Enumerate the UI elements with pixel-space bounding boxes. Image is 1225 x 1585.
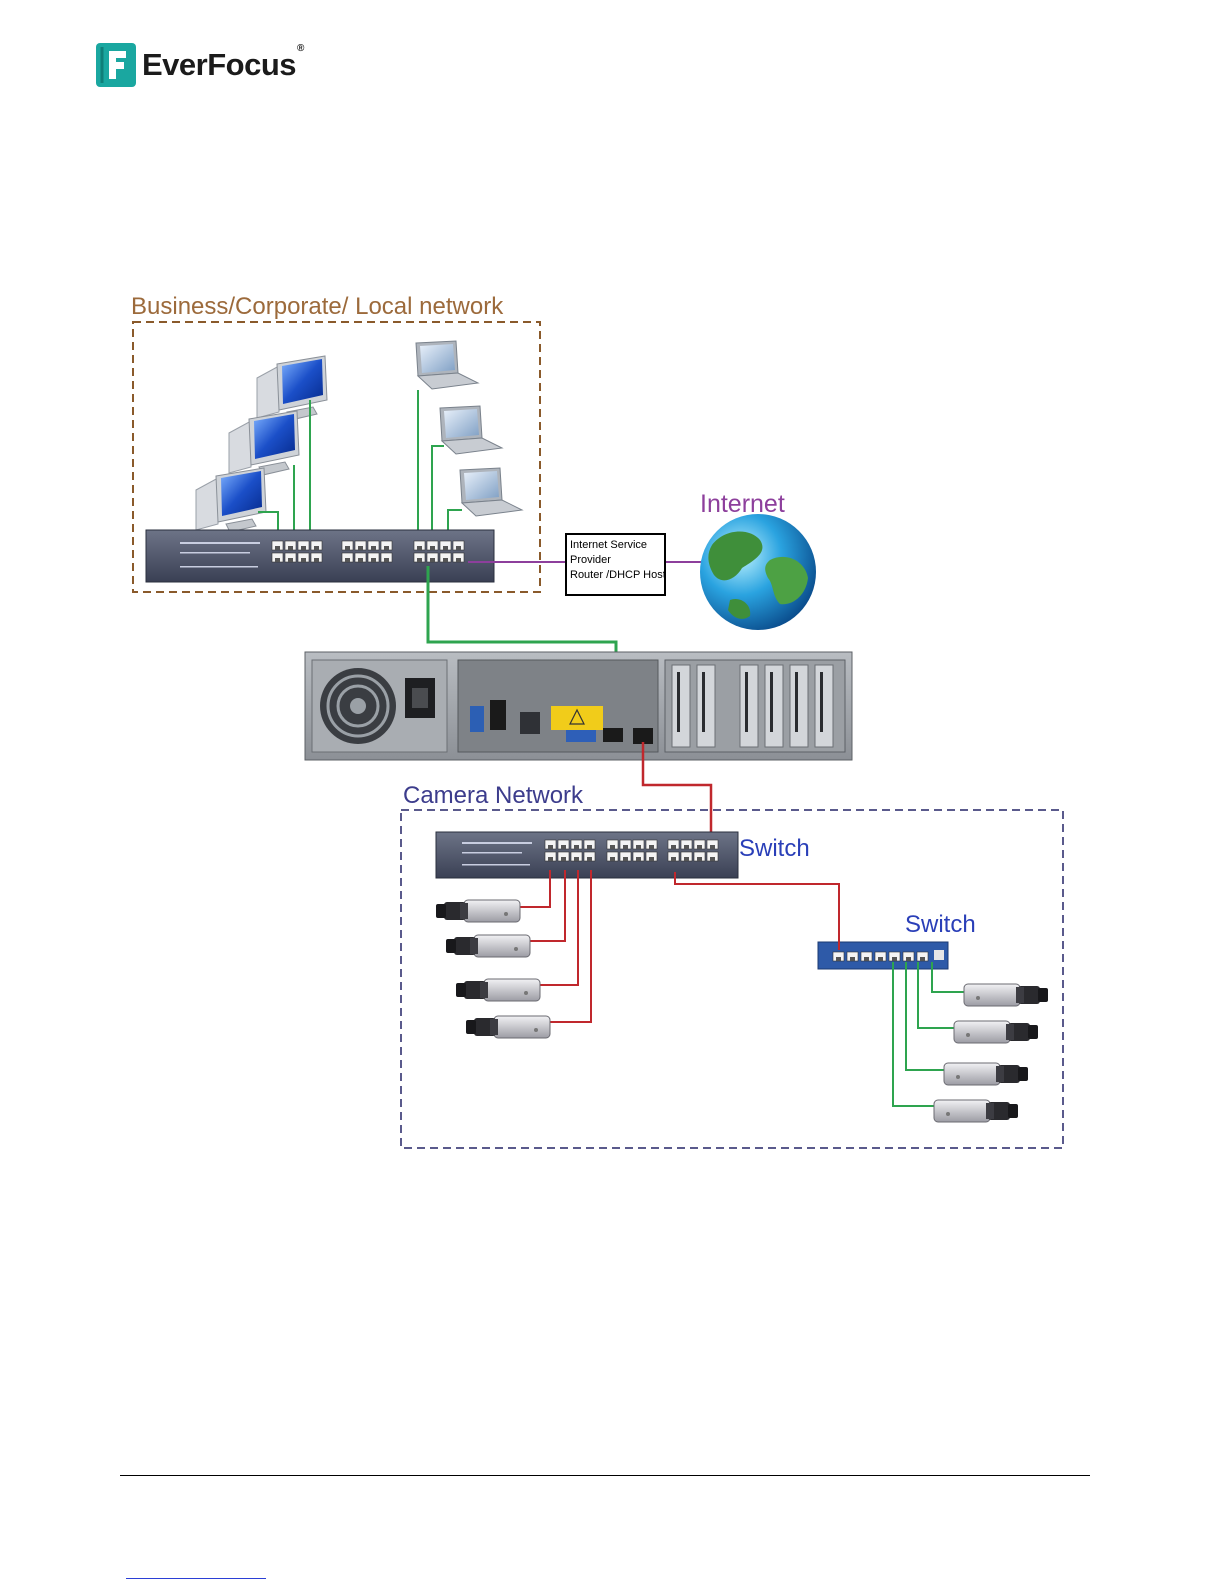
- isp-box-line-1: Internet Service: [570, 539, 647, 551]
- local-network-switch: [146, 530, 494, 582]
- switch-label-main: Switch: [739, 835, 810, 862]
- switch-label-secondary: Switch: [905, 911, 976, 938]
- desktop-computer-icon: [229, 411, 299, 475]
- ip-camera-icon: [954, 1021, 1038, 1043]
- ip-camera-icon: [446, 935, 530, 957]
- footer-divider: [120, 1475, 1090, 1476]
- ip-camera-icon: [456, 979, 540, 1001]
- laptop-icon: [460, 468, 522, 516]
- camera-main-switch: [436, 832, 738, 878]
- globe-icon: [700, 514, 816, 630]
- nvr-camera-network-port: [633, 728, 653, 744]
- isp-box-line-2: Provider: [570, 554, 611, 566]
- desktop-computer-icon: [196, 468, 266, 532]
- switch-link-cable: [675, 872, 839, 950]
- nvr-server-rear-panel: [305, 652, 852, 760]
- ip-camera-icon: [944, 1063, 1028, 1085]
- ip-camera-icon: [466, 1016, 550, 1038]
- camera-secondary-switch: [818, 942, 948, 969]
- isp-box-line-3: Router /DHCP Host: [570, 569, 666, 581]
- isp-router-box: Internet Service Provider Router /DHCP H…: [566, 534, 666, 595]
- desktop-computer-icon: [257, 356, 327, 420]
- internet-label: Internet: [700, 490, 785, 518]
- camera-network-label: Camera Network: [403, 782, 584, 809]
- ip-camera-icon: [436, 900, 520, 922]
- laptop-icon: [416, 341, 478, 389]
- ip-camera-icon: [964, 984, 1048, 1006]
- footer-link-underline: [126, 1578, 266, 1579]
- ip-camera-icon: [934, 1100, 1018, 1122]
- laptop-icon: [440, 406, 502, 454]
- local-network-label: Business/Corporate/ Local network: [131, 293, 504, 320]
